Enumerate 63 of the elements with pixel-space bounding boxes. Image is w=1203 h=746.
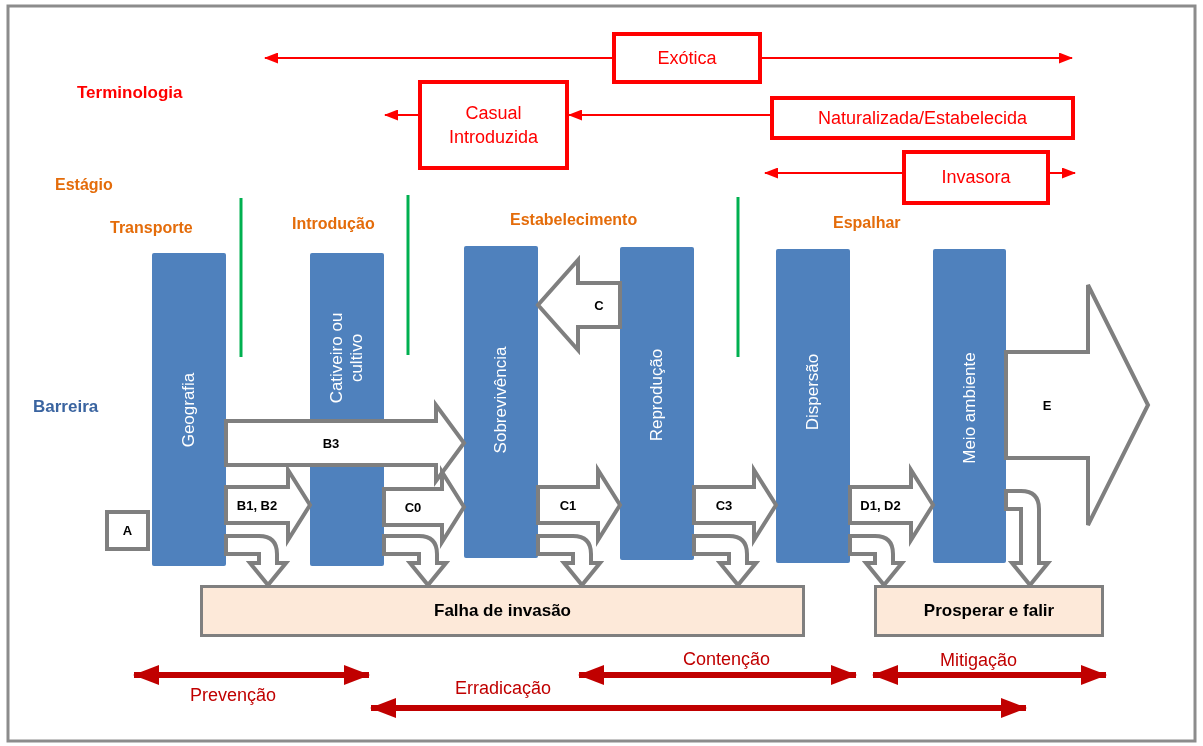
block-arrow xyxy=(382,465,467,549)
stage-code: A xyxy=(122,523,133,538)
term-box xyxy=(612,32,762,84)
management-label: Mitigação xyxy=(940,650,1018,671)
stage-label: Estabelecimento xyxy=(510,211,638,229)
edge-label: B1, B2 xyxy=(236,497,278,513)
section-heading: Barreira xyxy=(33,397,99,417)
management-label: Prevenção xyxy=(190,685,277,706)
outcome-box xyxy=(200,585,805,637)
barrier-label: Geografia xyxy=(179,372,199,448)
block-arrow xyxy=(536,463,623,547)
barrier-bar xyxy=(620,247,694,560)
stage-code-box xyxy=(105,510,150,551)
block-arrow xyxy=(1004,283,1151,527)
barrier-bar xyxy=(776,249,850,563)
barrier-bar xyxy=(933,249,1006,563)
outcome-box xyxy=(874,585,1104,637)
edge-label: C3 xyxy=(715,497,733,513)
term-label: Invasora xyxy=(941,166,1011,190)
barrier-bar xyxy=(464,246,538,558)
term-box xyxy=(418,80,569,170)
barrier-label: Cativeiro ou cultivo xyxy=(327,311,367,406)
term-box xyxy=(770,96,1075,140)
management-label: Contenção xyxy=(683,649,771,670)
edge-label: B3 xyxy=(322,435,340,451)
block-arrow xyxy=(848,534,904,587)
edge-label: D1, D2 xyxy=(860,497,901,513)
block-arrow xyxy=(224,534,288,587)
term-label: Casual Introduzida xyxy=(447,101,540,149)
block-arrow xyxy=(536,534,602,587)
barrier-label: Reprodução xyxy=(647,348,667,442)
term-box xyxy=(902,150,1050,205)
block-arrow xyxy=(692,534,758,587)
term-label: Naturalizada/Estabelecida xyxy=(817,106,1028,130)
block-arrow xyxy=(1004,489,1050,587)
barrier-label: Meio ambiente xyxy=(959,352,980,464)
section-heading: Terminologia xyxy=(77,83,183,103)
edge-label: C xyxy=(594,297,604,313)
block-arrow xyxy=(535,254,622,356)
edge-label: C1 xyxy=(559,497,577,513)
arrow xyxy=(384,109,419,121)
stage-label: Introdução xyxy=(292,215,375,233)
block-arrow xyxy=(382,534,448,587)
management-label: Erradicação xyxy=(455,678,552,699)
outcome-label: Falha de invasão xyxy=(434,601,571,621)
arrow xyxy=(1049,167,1076,179)
barrier-label: Dispersão xyxy=(803,353,823,431)
arrow xyxy=(568,109,771,121)
stage-label: Transporte xyxy=(110,219,193,237)
edge-label: C0 xyxy=(404,499,422,515)
stage-label: Estágio xyxy=(55,176,113,194)
arrow xyxy=(764,167,903,179)
arrow xyxy=(264,52,613,64)
block-arrow xyxy=(848,463,936,547)
block-arrow xyxy=(224,398,467,488)
barrier-label: Sobrevivência xyxy=(491,346,511,454)
edge-label: E xyxy=(1042,397,1052,413)
barrier-bar xyxy=(152,253,226,566)
arrow xyxy=(761,52,1073,64)
term-label: Exótica xyxy=(657,46,717,70)
stage-label: Espalhar xyxy=(833,214,901,232)
outcome-label: Prosperar e falir xyxy=(923,601,1055,621)
block-arrow xyxy=(692,463,779,547)
